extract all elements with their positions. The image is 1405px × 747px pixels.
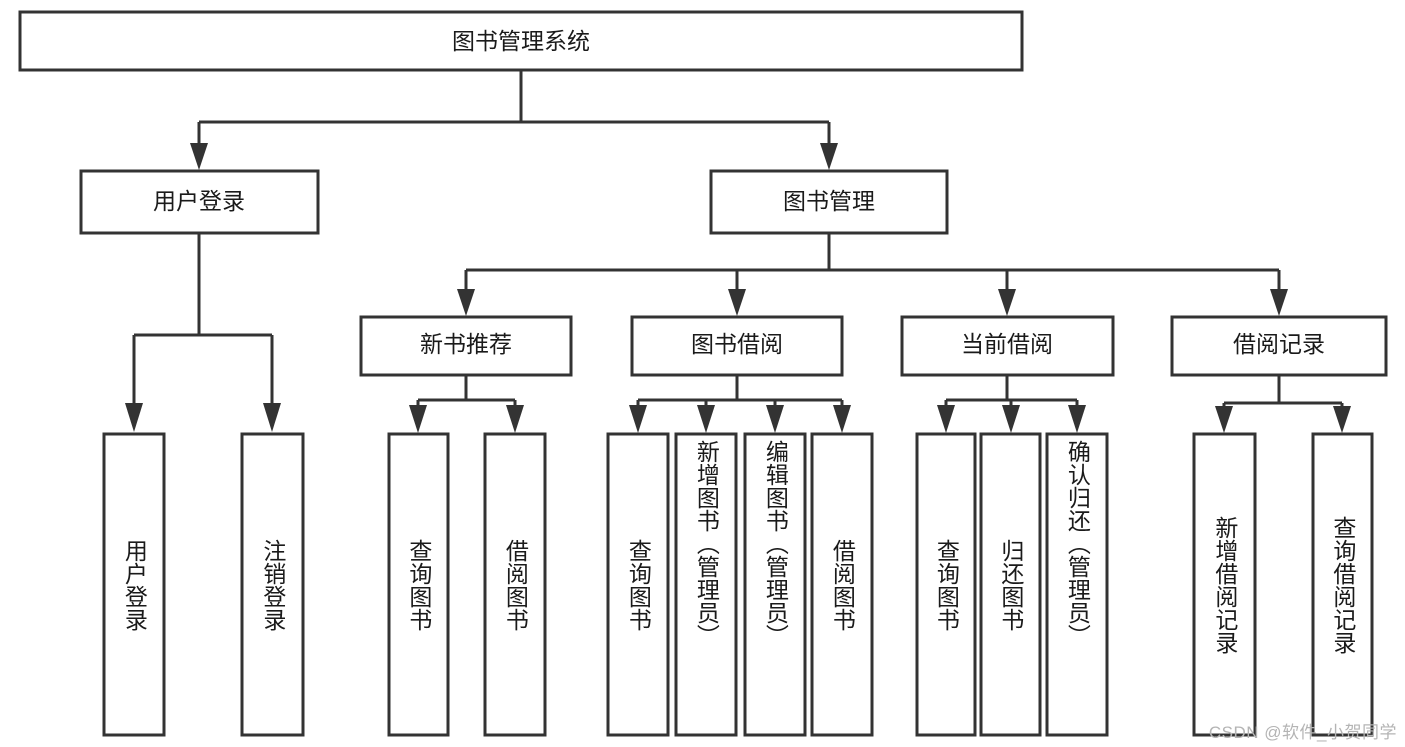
node-borrow-record[interactable]: 借阅记录 (1170, 315, 1388, 377)
leaf-borrow-book-2-label: 借阅图书 (829, 538, 856, 631)
leaf-query-book-2[interactable]: 查询图书 (608, 434, 668, 735)
arrow-to-leaf-borrow-book-2 (833, 405, 851, 433)
node-new-book-box[interactable] (359, 315, 573, 377)
node-root-box[interactable] (18, 10, 1024, 72)
arrow-to-user-login (190, 143, 208, 170)
leaf-query-book-2-label: 查询图书 (625, 538, 652, 631)
leaf-query-book-3-label: 查询图书 (933, 538, 960, 631)
node-book-manage[interactable]: 图书管理 (709, 169, 949, 235)
leaf-add-record-label: 新增借阅记录 (1211, 515, 1238, 654)
arrow-to-leaf-confirm-return (1068, 405, 1086, 433)
node-user-login[interactable]: 用户登录 (79, 169, 320, 235)
arrow-to-new-book (457, 289, 475, 316)
arrow-to-leaf-edit-book (766, 405, 784, 433)
arrow-to-leaf-borrow-book-1 (506, 405, 524, 433)
arrow-to-leaf-add-record (1215, 406, 1233, 433)
leaf-query-book-3[interactable]: 查询图书 (917, 434, 975, 735)
node-root[interactable]: 图书管理系统 (18, 10, 1024, 72)
leaf-confirm-return-label: 确认归还（管理员） (1064, 440, 1091, 647)
leaf-add-record[interactable]: 新增借阅记录 (1194, 434, 1255, 735)
leaf-add-book[interactable]: 新增图书（管理员） (676, 434, 736, 735)
arrow-to-leaf-user-login (125, 403, 143, 432)
leaf-edit-book-label: 编辑图书（管理员） (762, 440, 789, 647)
leaf-add-record-box[interactable] (1192, 432, 1257, 737)
leaf-query-record-box[interactable] (1311, 432, 1374, 737)
leaf-logout[interactable]: 注销登录 (242, 434, 303, 735)
leaf-logout-label: 注销登录 (259, 538, 286, 631)
node-current-borrow-label: 当前借阅 (961, 331, 1053, 357)
leaf-query-book-1[interactable]: 查询图书 (389, 434, 448, 735)
arrow-to-book-borrow (728, 289, 746, 316)
node-user-login-label: 用户登录 (153, 188, 245, 214)
leaf-borrow-book-2-box[interactable] (810, 432, 874, 737)
leaf-return-book-box[interactable] (979, 432, 1042, 737)
node-new-book-label: 新书推荐 (420, 331, 512, 357)
leaf-edit-book[interactable]: 编辑图书（管理员） (745, 434, 805, 735)
leaf-user-login[interactable]: 用户登录 (104, 434, 164, 735)
leaf-return-book[interactable]: 归还图书 (981, 434, 1040, 735)
arrow-to-leaf-return-book (1002, 405, 1020, 433)
node-borrow-record-box[interactable] (1170, 315, 1388, 377)
arrow-to-leaf-query-book-1 (409, 405, 427, 433)
leaf-query-record[interactable]: 查询借阅记录 (1313, 434, 1372, 735)
leaf-query-book-3-box[interactable] (915, 432, 977, 737)
node-borrow-record-label: 借阅记录 (1233, 331, 1325, 357)
node-current-borrow-box[interactable] (900, 315, 1115, 377)
arrow-to-current-borrow (998, 289, 1016, 316)
node-book-borrow-box[interactable] (630, 315, 844, 377)
node-user-login-box[interactable] (79, 169, 320, 235)
connector-group (125, 70, 1351, 433)
leaf-confirm-return[interactable]: 确认归还（管理员） (1047, 434, 1107, 735)
leaf-query-book-1-label: 查询图书 (405, 538, 432, 631)
leaf-query-book-1-box[interactable] (387, 432, 450, 737)
arrow-to-borrow-record (1270, 289, 1288, 316)
leaf-user-login-box[interactable] (102, 432, 166, 737)
arrow-to-leaf-query-record (1333, 406, 1351, 433)
leaf-borrow-book-1-box[interactable] (483, 432, 547, 737)
node-book-borrow-label: 图书借阅 (691, 331, 783, 357)
arrow-to-leaf-logout (263, 403, 281, 432)
leaf-edit-book-box[interactable] (743, 432, 807, 737)
node-book-manage-label: 图书管理 (783, 188, 875, 214)
arrow-to-book-manage (820, 143, 838, 170)
leaf-query-book-2-box[interactable] (606, 432, 670, 737)
leaf-query-record-label: 查询借阅记录 (1329, 515, 1356, 654)
leaf-borrow-book-2[interactable]: 借阅图书 (812, 434, 872, 735)
node-root-label: 图书管理系统 (452, 28, 590, 54)
arrow-to-leaf-add-book (697, 405, 715, 433)
leaf-add-book-box[interactable] (674, 432, 738, 737)
leaf-add-book-label: 新增图书（管理员） (693, 440, 720, 647)
leaf-borrow-book-1-label: 借阅图书 (502, 538, 529, 631)
node-book-borrow[interactable]: 图书借阅 (630, 315, 844, 377)
leaf-user-login-label: 用户登录 (121, 538, 148, 631)
node-new-book[interactable]: 新书推荐 (359, 315, 573, 377)
leaf-borrow-book-1[interactable]: 借阅图书 (485, 434, 545, 735)
arrow-to-leaf-query-book-3 (937, 405, 955, 433)
leaf-logout-box[interactable] (240, 432, 305, 737)
leaf-confirm-return-box[interactable] (1045, 432, 1109, 737)
node-book-manage-box[interactable] (709, 169, 949, 235)
watermark-text: CSDN @软件_小贺同学 (1208, 723, 1397, 742)
arrow-to-leaf-query-book-2 (629, 405, 647, 433)
leaf-box-group (102, 432, 1374, 737)
node-current-borrow[interactable]: 当前借阅 (900, 315, 1115, 377)
leaf-return-book-label: 归还图书 (997, 538, 1024, 631)
